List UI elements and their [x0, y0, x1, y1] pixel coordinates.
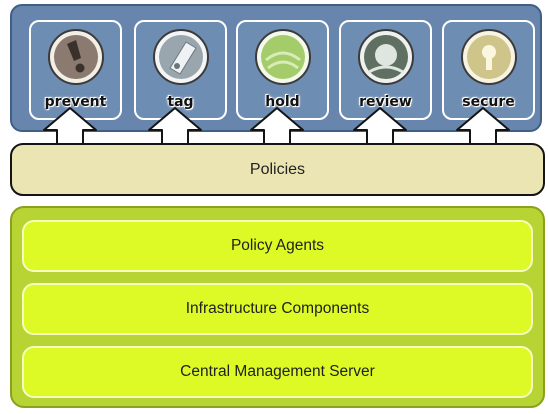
layer-infrastructure-components: Infrastructure Components [22, 283, 533, 335]
action-label: tag [167, 94, 194, 110]
policies-bar: Policies [10, 143, 545, 196]
exclamation-icon [47, 29, 104, 85]
tag-icon [152, 29, 209, 85]
review-icon [357, 29, 414, 85]
policies-label: Policies [249, 160, 306, 178]
layer-label: Infrastructure Components [185, 300, 370, 317]
action-card-tag: tag [134, 20, 227, 120]
hold-icon [254, 29, 311, 85]
action-label: secure [462, 94, 515, 110]
layer-label: Policy Agents [230, 237, 325, 254]
keyhole-icon [460, 29, 517, 85]
action-card-secure: secure [442, 20, 535, 120]
layer-label: Central Management Server [180, 363, 375, 380]
actions-panel: prevent tag hold review [10, 4, 542, 132]
layer-central-management-server: Central Management Server [22, 346, 533, 398]
action-label: prevent [44, 94, 107, 110]
action-label: review [359, 94, 412, 110]
layer-policy-agents: Policy Agents [22, 220, 533, 272]
action-card-prevent: prevent [29, 20, 122, 120]
action-card-review: review [339, 20, 432, 120]
architecture-stack: Policy Agents Infrastructure Components … [10, 206, 545, 408]
action-card-hold: hold [236, 20, 329, 120]
action-label: hold [265, 94, 300, 110]
